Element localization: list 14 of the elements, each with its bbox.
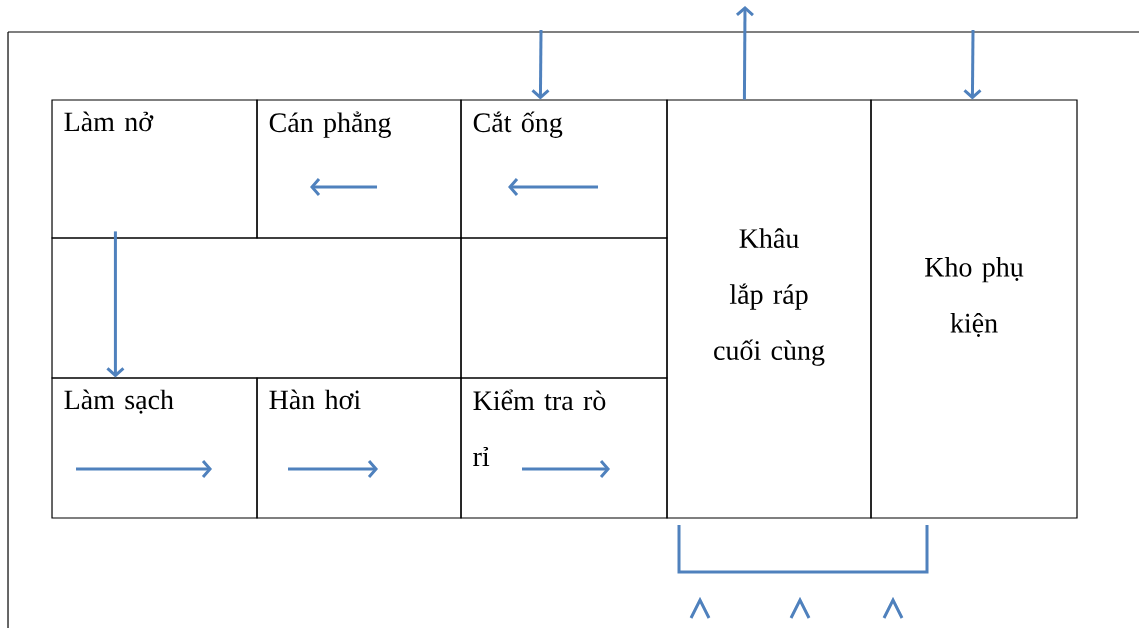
layout-cell: Khâu lắp ráp cuối cùng	[666, 99, 872, 519]
layout-cell: Hàn hơi	[256, 377, 462, 519]
arrow	[963, 29, 982, 100]
layout-cell: Làm sạch	[51, 377, 258, 519]
arrow	[735, 6, 754, 100]
empty-cell	[51, 237, 462, 379]
layout-cell: Kho phụ kiện	[870, 99, 1078, 519]
arrow	[106, 231, 125, 378]
layout-cell: Kiểm tra rò rỉ	[460, 377, 668, 519]
empty-cell	[460, 237, 668, 379]
layout-cell: Cắt ống	[460, 99, 668, 239]
arrow	[531, 29, 550, 100]
layout-cell: Cán phẳng	[256, 99, 462, 239]
layout-cell: Làm nở	[51, 99, 258, 239]
